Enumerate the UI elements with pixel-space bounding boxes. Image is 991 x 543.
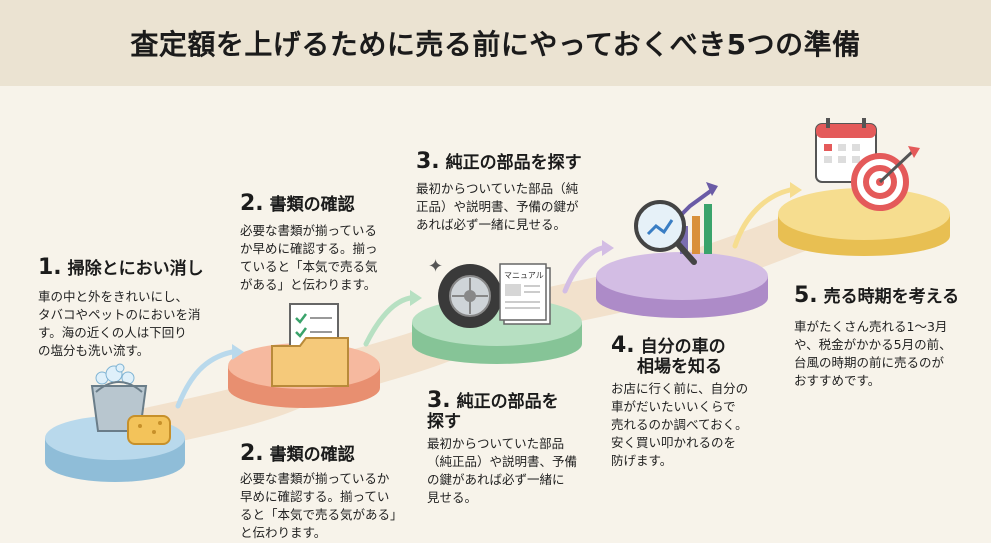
step-1-desc-line: タバコやペットのにおいを消 (38, 307, 201, 323)
step-3-top-heading: 3. 純正の部品を探す (416, 148, 606, 174)
step-2-bottom: 2. 書類の確認 必要な書類が揃っているか 早めに確認する。揃ってい ると「本気… (240, 440, 425, 543)
step-3-top-desc-line: あれば必ず一緒に見せる。 (416, 217, 567, 233)
step-3-top-number: 3. (416, 149, 440, 174)
step-2-top-number: 2. (240, 191, 264, 216)
arrow-1-2 (175, 349, 235, 409)
bucket-sponge-icon (90, 363, 171, 445)
header-banner: 査定額を上げるために売る前にやっておくべき5つの準備 (0, 0, 991, 86)
step-3-top-desc-line: 最初からついていた部品（純 (416, 181, 579, 196)
tire-manual-icon: ✦ マニュアル (428, 256, 551, 328)
folder-checklist-icon (271, 303, 349, 387)
arrow-4-5-head (790, 182, 802, 198)
steps-illustration: ✦ マニュアル (45, 118, 950, 482)
step-3-bottom-number: 3. (427, 388, 451, 413)
step-5-heading: 5. 売る時期を考える (794, 282, 984, 308)
step-3-bottom-heading: 3. 純正の部品を 探す (427, 388, 607, 433)
step-3-top-desc-line: 正品）や説明書、予備の鍵が (416, 199, 579, 215)
page-title: 査定額を上げるために売る前にやっておくべき5つの準備 (130, 28, 861, 61)
step-3-top: 3. 純正の部品を探す 最初からついていた部品（純 正品）や説明書、予備の鍵が … (416, 148, 606, 234)
arrow-3-4-head (602, 240, 614, 256)
step-5: 5. 売る時期を考える 車がたくさん売れる1〜3月 や、税金がかかる5月の前、 … (794, 282, 984, 391)
step-1-title: 掃除とにおい消し (67, 259, 204, 279)
step-2-bottom-desc-line: と伝わります。 (240, 525, 327, 541)
step-4-desc-line: 安く買い叩かれるのを (611, 435, 737, 451)
step-5-description: 車がたくさん売れる1〜3月 や、税金がかかる5月の前、 台風の時期の前に売るのが… (794, 318, 984, 391)
step-2-bottom-number: 2. (240, 441, 264, 466)
platform-4 (596, 252, 768, 318)
step-4-desc-line: 車がだいたいいくらで (611, 398, 736, 414)
step-5-desc-line: 車がたくさん売れる1〜3月 (794, 319, 948, 334)
step-2-bottom-desc-line: 必要な書類が揃っているか (240, 471, 390, 486)
step-2-top-desc-line: か早めに確認する。揃っ (240, 241, 378, 257)
step-1-desc-line: 車の中と外をきれいにし、 (38, 289, 189, 304)
manual-label: マニュアル (504, 271, 544, 280)
step-5-desc-line: 台風の時期の前に売るのが (794, 355, 945, 371)
step-3-bottom-title-1: 純正の部品を (456, 392, 559, 412)
step-3-bottom-desc-line: の鍵があれば必ず一緒に (427, 472, 565, 488)
step-2-bottom-description: 必要な書類が揃っているか 早めに確認する。揃ってい ると「本気で売る気がある」 … (240, 470, 425, 543)
step-4: 4. 自分の車の 相場を知る お店に行く前に、自分の 車がだいたいいくらで 売れ… (611, 333, 781, 470)
step-1-number: 1. (38, 255, 62, 280)
arrow-3-4 (562, 245, 605, 294)
step-2-bottom-desc-line: ると「本気で売る気がある」 (240, 507, 403, 523)
arrow-1-2-head (232, 344, 244, 360)
step-4-title-2: 相場を知る (637, 357, 722, 378)
step-4-desc-line: 防げます。 (611, 453, 673, 469)
calendar-target-icon (815, 118, 920, 211)
step-2-bottom-title: 書類の確認 (269, 445, 355, 465)
step-1-desc-line: の塩分も洗い流す。 (38, 343, 150, 359)
step-2-top-desc-line: がある」と伝わります。 (240, 277, 377, 293)
step-5-desc-line: おすすめです。 (794, 373, 881, 389)
step-2-top: 2. 書類の確認 必要な書類が揃っている か早めに確認する。揃っ ていると「本気… (240, 190, 415, 295)
step-5-number: 5. (794, 283, 818, 308)
step-4-title-1: 自分の車の (640, 337, 726, 357)
step-2-top-heading: 2. 書類の確認 (240, 190, 415, 216)
magnifier-chart-icon (634, 182, 718, 265)
step-2-top-desc-line: ていると「本気で売る気 (240, 259, 378, 275)
step-1-desc-line: す。海の近くの人は下回り (38, 325, 187, 341)
step-4-desc-line: 売れるのか調べておく。 (611, 417, 748, 433)
step-1-heading: 1. 掃除とにおい消し (38, 254, 248, 280)
step-2-bottom-heading: 2. 書類の確認 (240, 440, 425, 466)
step-3-bottom-title-2: 探す (427, 412, 461, 433)
step-1-description: 車の中と外をきれいにし、 タバコやペットのにおいを消 す。海の近くの人は下回り … (38, 288, 248, 361)
step-5-title: 売る時期を考える (823, 287, 960, 307)
step-2-top-title: 書類の確認 (269, 195, 355, 215)
step-3-bottom-desc-line: 見せる。 (427, 490, 478, 506)
step-3-bottom: 3. 純正の部品を 探す 最初からついていた部品 （純正品）や説明書、予備 の鍵… (427, 388, 607, 507)
step-3-bottom-description: 最初からついていた部品 （純正品）や説明書、予備 の鍵があれば必ず一緒に 見せる… (427, 435, 607, 508)
step-3-bottom-desc-line: 最初からついていた部品 (427, 435, 565, 451)
platform-5 (778, 188, 950, 256)
step-4-number: 4. (611, 333, 635, 358)
step-2-top-description: 必要な書類が揃っている か早めに確認する。揃っ ていると「本気で売る気 がある」… (240, 222, 415, 295)
step-2-bottom-desc-line: 早めに確認する。揃ってい (240, 489, 390, 505)
step-5-desc-line: や、税金がかかる5月の前、 (794, 337, 952, 353)
step-4-description: お店に行く前に、自分の 車がだいたいいくらで 売れるのか調べておく。 安く買い叩… (611, 380, 781, 471)
step-4-heading: 4. 自分の車の 相場を知る (611, 333, 781, 378)
step-2-top-desc-line: 必要な書類が揃っている (240, 223, 377, 238)
step-3-top-title: 純正の部品を探す (445, 153, 582, 173)
arrow-4-5 (732, 187, 793, 249)
step-4-desc-line: お店に行く前に、自分の (611, 380, 749, 396)
step-3-bottom-desc-line: （純正品）や説明書、予備 (427, 453, 578, 469)
svg-text:✦: ✦ (428, 256, 443, 277)
arrow-2-3-head (410, 290, 422, 306)
step-1: 1. 掃除とにおい消し 車の中と外をきれいにし、 タバコやペットのにおいを消 す… (38, 254, 248, 361)
step-3-top-description: 最初からついていた部品（純 正品）や説明書、予備の鍵が あれば必ず一緒に見せる。 (416, 180, 606, 234)
arrow-2-3 (363, 295, 413, 347)
